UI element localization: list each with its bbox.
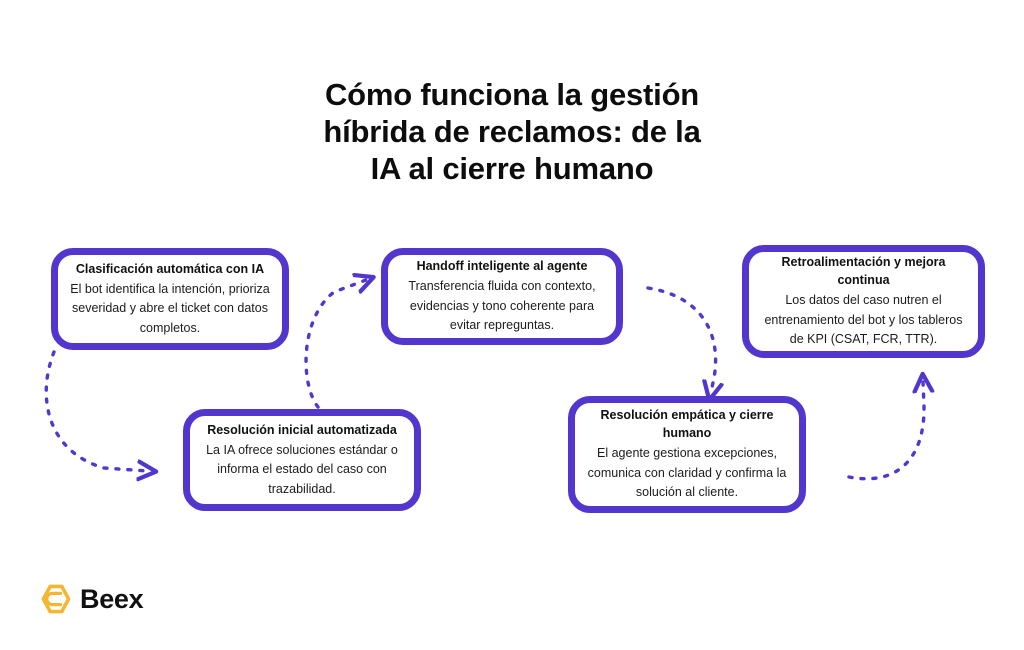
step-card-4[interactable]: Resolución empática y cierre humano El a… [568, 396, 806, 513]
step-card-1-body: El bot identifica la intención, prioriza… [70, 281, 270, 335]
arrow-step4-to-step5 [847, 382, 924, 481]
step-card-1-title: Clasificación automática con IA [75, 261, 265, 276]
arrow-step2-to-step3 [304, 280, 366, 409]
page-title-line-1: Cómo funciona la gestión [324, 77, 700, 112]
step-card-2-title: Resolución inicial automatizada [207, 422, 397, 437]
step-card-1[interactable]: Clasificación automática con IA El bot i… [51, 248, 289, 350]
page-title: Cómo funciona la gestión híbrida de recl… [256, 76, 768, 187]
page-title-line-3: IA al cierre humano [370, 151, 654, 186]
step-card-4-title: Resolución empática y cierre humano [600, 408, 774, 441]
step-card-5-body: Los datos del caso nutren el entrenamien… [764, 293, 963, 347]
step-card-2[interactable]: Resolución inicial automatizada La IA of… [183, 409, 421, 511]
hexagon-swirl-icon [41, 584, 71, 614]
step-card-3-title: Handoff inteligente al agente [416, 259, 588, 274]
step-card-5[interactable]: Retroalimentación y mejora continua Los … [742, 245, 985, 358]
step-card-2-body: La IA ofrece soluciones estándar o infor… [206, 442, 398, 496]
step-card-3[interactable]: Handoff inteligente al agente Transferen… [381, 248, 623, 345]
step-card-3-body: Transferencia fluida con contexto, evide… [408, 279, 596, 333]
step-card-5-title: Retroalimentación y mejora continua [781, 255, 946, 288]
brand-name: Beex [80, 584, 144, 614]
brand-logo: Beex [40, 583, 144, 615]
step-card-4-body: El agente gestiona excepciones, comunica… [587, 446, 787, 500]
arrow-step1-to-step2 [44, 350, 148, 471]
arrow-step3-to-step4 [646, 286, 716, 392]
page-title-line-2: híbrida de reclamos: de la [323, 114, 701, 149]
